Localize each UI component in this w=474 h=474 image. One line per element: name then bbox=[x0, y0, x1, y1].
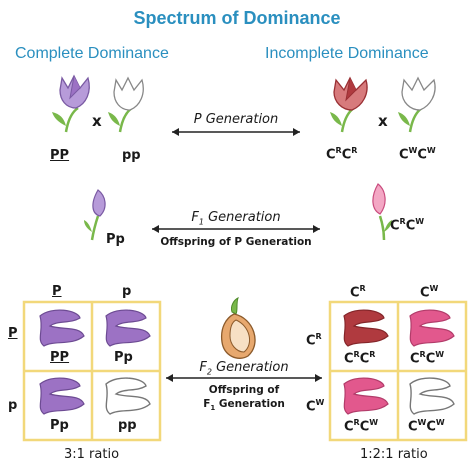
incomplete-row-header-1: CR bbox=[306, 332, 322, 349]
incomplete-cell-4: CWCW bbox=[408, 418, 445, 435]
f1-generation-subtext: Offspring of P Generation bbox=[160, 236, 312, 248]
complete-cell-1: PP bbox=[50, 350, 70, 365]
incomplete-cell-2: CRCW bbox=[410, 350, 445, 367]
parent4-genotype: CWCW bbox=[399, 146, 436, 163]
f1-generation-label: F1 Generation bbox=[191, 210, 281, 227]
complete-cell-4: pp bbox=[118, 418, 137, 433]
red-tulip-icon bbox=[330, 76, 368, 133]
f2-generation-arrow bbox=[166, 374, 322, 382]
purple-tulip-icon bbox=[52, 74, 90, 133]
parent2-genotype: pp bbox=[122, 148, 141, 163]
complete-col-header-2: p bbox=[122, 284, 132, 299]
complete-row-header-2: p bbox=[8, 398, 18, 413]
white-blob-icon bbox=[409, 377, 455, 415]
seed-icon bbox=[220, 297, 256, 359]
red-blob-icon bbox=[343, 309, 389, 347]
incomplete-cell-3: CRCW bbox=[344, 418, 379, 435]
white-blob-icon bbox=[105, 377, 151, 415]
f2-generation-label: F2 Generation bbox=[199, 360, 289, 377]
f1-incomplete-genotype: CRCW bbox=[390, 217, 425, 234]
p-generation-label: P Generation bbox=[193, 112, 279, 127]
complete-cell-3: Pp bbox=[50, 418, 69, 433]
incomplete-col-header-1: CR bbox=[350, 284, 366, 301]
p-generation-arrow bbox=[172, 128, 300, 136]
f1-complete-genotype: Pp bbox=[106, 232, 125, 247]
purple-blob-icon bbox=[39, 309, 85, 347]
pink-blob-icon bbox=[409, 309, 455, 347]
complete-cell-2: Pp bbox=[114, 350, 133, 365]
incomplete-col-header-2: CW bbox=[420, 284, 439, 301]
incomplete-row-header-2: CW bbox=[306, 398, 325, 415]
complete-row-header-1: P bbox=[8, 326, 18, 341]
complete-ratio: 3:1 ratio bbox=[64, 447, 120, 462]
white-tulip-icon bbox=[398, 76, 436, 133]
cross-symbol-left: x bbox=[92, 112, 102, 130]
white-tulip-icon bbox=[108, 76, 144, 133]
cross-symbol-right: x bbox=[378, 112, 388, 130]
incomplete-dominance-heading: Incomplete Dominance bbox=[265, 45, 429, 62]
complete-col-header-1: P bbox=[52, 284, 62, 299]
incomplete-cell-1: CRCR bbox=[344, 350, 376, 367]
purple-blob-icon bbox=[105, 309, 151, 347]
f2-generation-subtext-line2: F1 Generation bbox=[203, 398, 285, 413]
parent3-genotype: CRCR bbox=[326, 146, 358, 163]
incomplete-ratio: 1:2:1 ratio bbox=[360, 447, 428, 462]
purple-blob-icon bbox=[39, 377, 85, 415]
f2-generation-subtext-line1: Offspring of bbox=[208, 384, 280, 396]
pink-blob-icon bbox=[343, 377, 389, 415]
parent1-genotype: PP bbox=[50, 148, 70, 163]
f1-purple-bud-icon bbox=[84, 189, 106, 241]
page-title: Spectrum of Dominance bbox=[133, 8, 341, 28]
f1-pink-bud-icon bbox=[372, 183, 392, 241]
complete-dominance-heading: Complete Dominance bbox=[15, 45, 169, 62]
f1-generation-arrow bbox=[152, 225, 320, 233]
